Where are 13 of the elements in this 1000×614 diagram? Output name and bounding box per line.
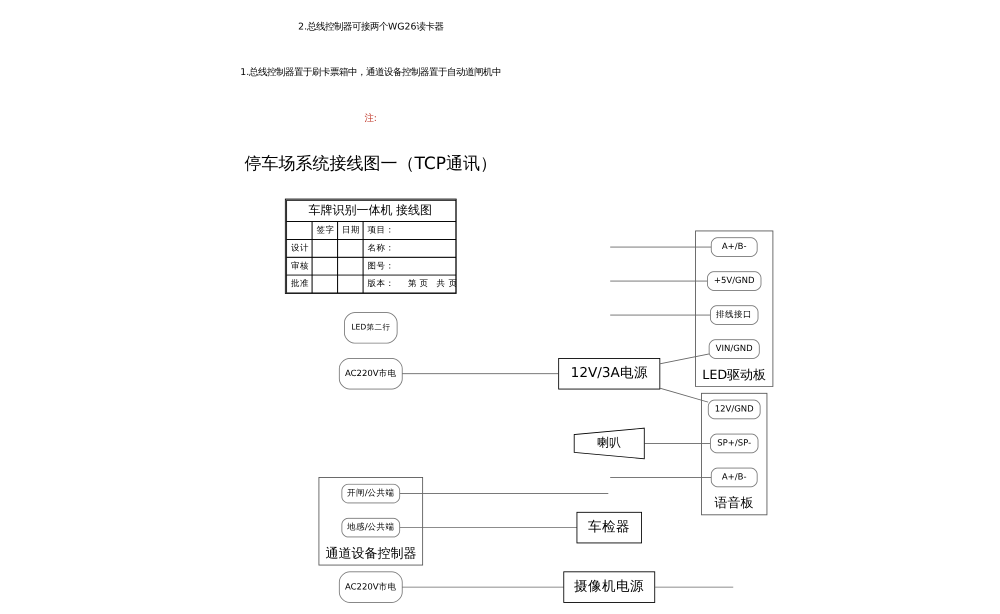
label: 项目：	[367, 226, 394, 236]
label: 日期	[342, 226, 360, 236]
label: 2.总线控制器可接两个WG26读卡器	[298, 21, 444, 32]
label: 停车场系统接线图一（TCP通讯）	[244, 154, 498, 174]
label: 设计	[290, 243, 309, 254]
label: 审核	[290, 261, 309, 272]
label: 签字	[316, 226, 334, 236]
label: 注:	[364, 113, 377, 124]
label: 车牌识别一体机 接线图	[308, 203, 432, 218]
label: 图号：	[367, 261, 394, 272]
label: 名称：	[367, 243, 394, 254]
label: 1.总线控制器置于刷卡票箱中，通道设备控制器置于自动道闸机中	[240, 67, 502, 78]
label: 批准	[290, 279, 309, 290]
